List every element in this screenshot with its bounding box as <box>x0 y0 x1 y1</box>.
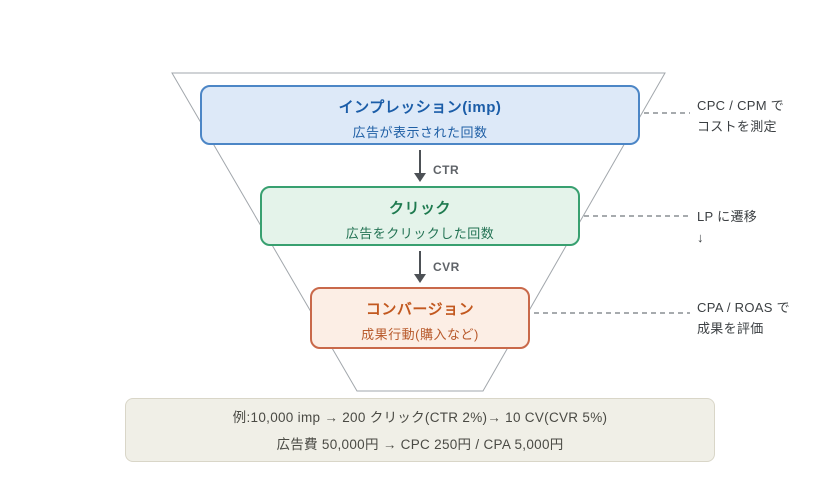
ctr-label: CTR <box>433 163 460 177</box>
stage-impression-subtitle: 広告が表示された回数 <box>352 125 488 140</box>
example-box: 例:10,000 imp → 200 クリック(CTR 2%)→ 10 CV(C… <box>125 398 715 462</box>
annotation-cost-line1: CPC / CPM で <box>697 98 785 113</box>
stage-impression: インプレッション(imp) 広告が表示された回数 <box>200 85 640 145</box>
stage-click-title: クリック <box>388 200 451 217</box>
stage-impression-title: インプレッション(imp) <box>338 99 502 116</box>
stage-click-subtitle: 広告をクリックした回数 <box>345 226 495 241</box>
annotation-roas-line1: CPA / ROAS で <box>697 300 790 315</box>
down-arrow-icon <box>414 150 426 182</box>
annotation-roas-line2: 成果を評価 <box>697 321 764 336</box>
annotation-roas: CPA / ROAS で 成果を評価 <box>697 297 790 339</box>
annotation-lp-line2: ↓ <box>697 230 704 245</box>
annotation-lp-line1: LP に遷移 <box>697 209 758 224</box>
funnel-outline <box>171 72 666 392</box>
example-line2: 広告費 50,000円 → CPC 250円 / CPA 5,000円 <box>276 437 564 452</box>
stage-conversion: コンバージョン 成果行動(購入など) <box>310 287 530 349</box>
stage-conversion-title: コンバージョン <box>365 301 475 318</box>
example-line1: 例:10,000 imp → 200 クリック(CTR 2%)→ 10 CV(C… <box>232 410 608 425</box>
annotation-lp: LP に遷移 ↓ <box>697 206 757 248</box>
annotation-cost-line2: コストを測定 <box>697 119 777 134</box>
annotation-cost: CPC / CPM で コストを測定 <box>697 95 784 137</box>
cvr-label: CVR <box>433 260 460 274</box>
stage-conversion-subtitle: 成果行動(購入など) <box>361 327 479 342</box>
stage-click: クリック 広告をクリックした回数 <box>260 186 580 246</box>
down-arrow-icon <box>414 251 426 283</box>
